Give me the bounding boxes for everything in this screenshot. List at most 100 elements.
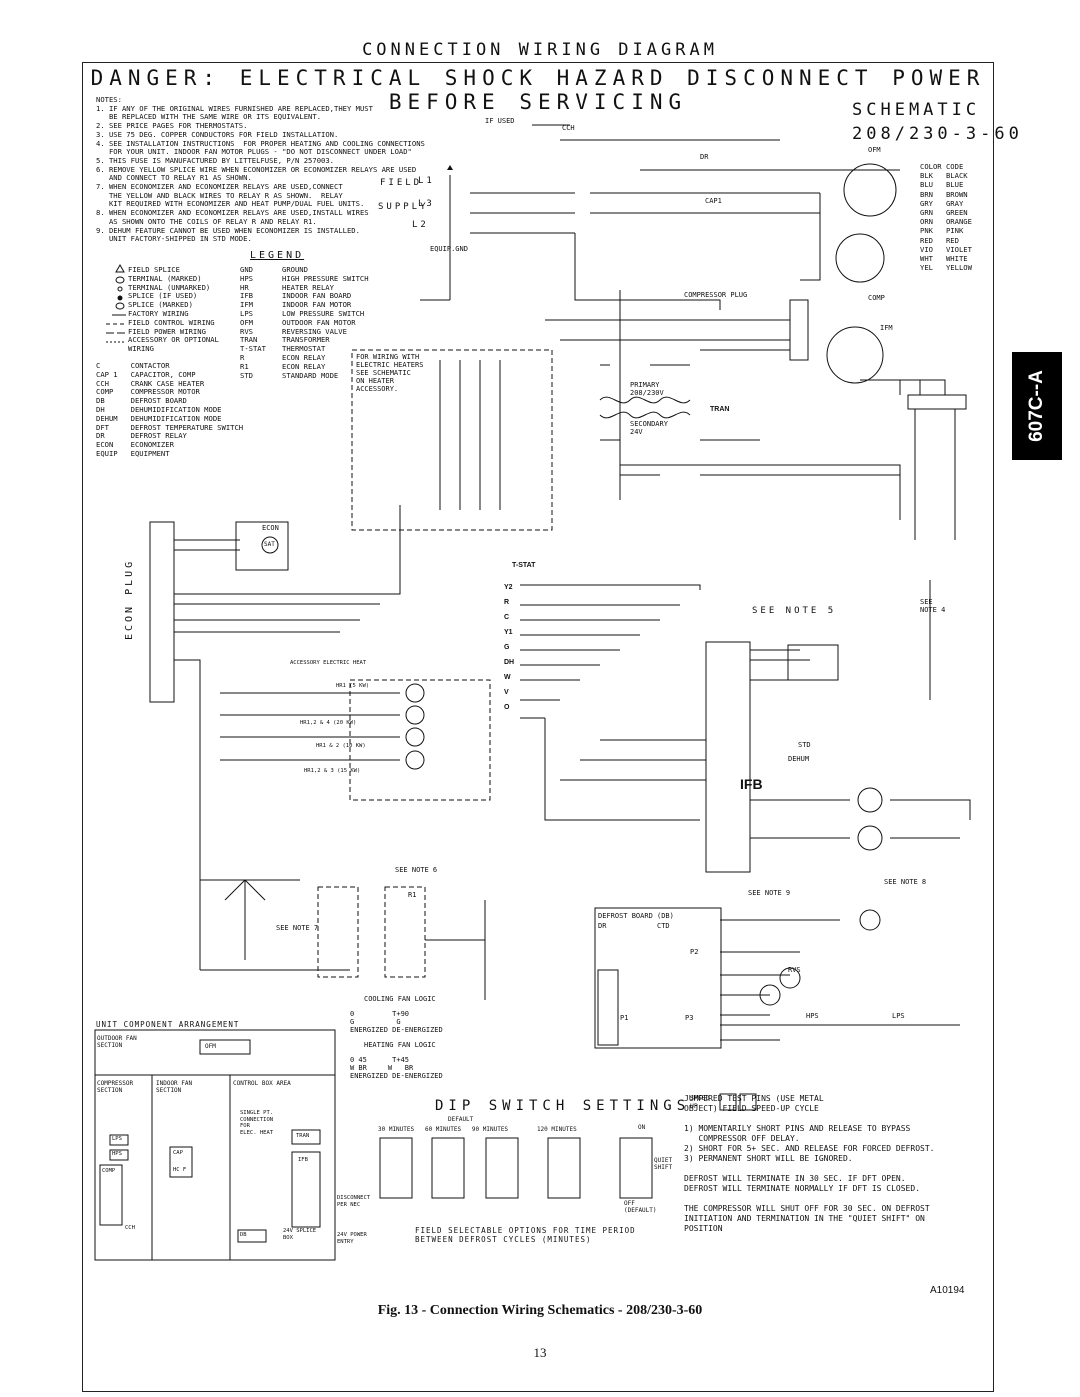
ifm-motor-icon bbox=[826, 326, 884, 384]
tstat-terminals: Y2 R C Y1 G DH W V O bbox=[504, 584, 515, 711]
legend-symbols: FIELD SPLICE TERMINAL (MARKED) TERMINAL … bbox=[128, 265, 219, 354]
field-splice-icon bbox=[115, 263, 125, 273]
defrost-board-label: DEFROST BOARD (DB) bbox=[598, 912, 674, 920]
std-label: STD bbox=[798, 741, 811, 749]
equip-gnd-label: EQUIP.GND bbox=[430, 245, 468, 253]
r1-label: R1 bbox=[408, 891, 417, 899]
notes-block: NOTES: 1. IF ANY OF THE ORIGINAL WIRES F… bbox=[96, 95, 425, 244]
compressor-plug-label: COMPRESSOR PLUG bbox=[684, 291, 748, 299]
cooling-fan-logic: 0 T+90 G G ENERGIZED DE-ENERGIZED bbox=[350, 1010, 443, 1034]
dip-on: ON bbox=[638, 1124, 646, 1131]
legend-codes: GND HPS HR IFB IFM LPS OFM RVS TRAN T-ST… bbox=[240, 265, 266, 380]
hr-20kw-label: HR1,2 & 4 (20 KW) bbox=[300, 720, 357, 726]
dr-ctd-label: DR CTD bbox=[598, 922, 670, 930]
diagram-frame bbox=[82, 62, 994, 1392]
splice-if-used-icon bbox=[117, 295, 123, 301]
p3-label: P3 bbox=[685, 1014, 694, 1022]
econ-plug-label: ECON PLUG bbox=[124, 558, 135, 640]
if-used-label: IF USED bbox=[485, 117, 515, 125]
dip-quiet-shift: QUIET SHIFT bbox=[654, 1157, 673, 1171]
ofm-motor-icon bbox=[843, 163, 897, 217]
sat-label: SAT bbox=[264, 541, 275, 548]
heating-fan-logic-title: HEATING FAN LOGIC bbox=[364, 1041, 436, 1049]
unit-arrangement-title: UNIT COMPONENT ARRANGEMENT bbox=[96, 1020, 240, 1029]
splice-marked-icon bbox=[115, 302, 125, 310]
rvs-label: RVS bbox=[788, 966, 801, 974]
schematic-title: SCHEMATIC 208/230-3-60 bbox=[852, 100, 1023, 144]
comp-motor-icon bbox=[835, 233, 885, 283]
heating-fan-logic: 0 45 T+45 W BR W BR ENERGIZED DE-ENERGIZ… bbox=[350, 1056, 443, 1080]
legend-title: LEGEND bbox=[250, 250, 305, 261]
ofm-label: OFM bbox=[868, 146, 881, 154]
splice-box-label: 24V SPLICE BOX bbox=[283, 1228, 317, 1241]
p2-label: P2 bbox=[690, 948, 699, 956]
hr-15kw-label: HR1,2 & 3 (15 KW) bbox=[304, 768, 361, 774]
tran-box: TRAN bbox=[296, 1133, 310, 1139]
ifb-box: IFB bbox=[298, 1157, 308, 1163]
cap-box: CAP bbox=[173, 1150, 183, 1156]
dip-minutes: 30 MINUTES 60 MINUTES 90 MINUTES 120 MIN… bbox=[378, 1126, 577, 1133]
indoor-fan-section: INDOOR FAN SECTION bbox=[156, 1080, 193, 1094]
outdoor-fan-section: OUTDOOR FAN SECTION bbox=[97, 1035, 137, 1049]
see-note-5: SEE NOTE 5 bbox=[752, 606, 837, 616]
legend-abbr: C CONTACTOR CAP 1 CAPACITOR, COMP CCH CR… bbox=[96, 361, 244, 458]
comp-label: COMP bbox=[868, 294, 885, 302]
supply-label: SUPPLY bbox=[378, 202, 429, 212]
side-tab: 607C--A bbox=[1012, 352, 1062, 460]
terminal-unmarked-icon bbox=[117, 286, 123, 292]
legend-desc: GROUND HIGH PRESSURE SWITCH HEATER RELAY… bbox=[282, 265, 369, 380]
l1-label: L1 bbox=[418, 176, 435, 186]
dehum-label: DEHUM bbox=[788, 755, 810, 763]
p1-label: P1 bbox=[620, 1014, 629, 1022]
tstat-label: T-STAT bbox=[512, 562, 536, 569]
db-box: DB bbox=[240, 1232, 247, 1238]
ofm-box: OFM bbox=[205, 1043, 216, 1050]
field-label: FIELD bbox=[380, 178, 423, 188]
accessory-heat-label: ACCESSORY ELECTRIC HEAT bbox=[290, 660, 367, 666]
dip-notes: JUMPERED TEST PINS (USE METAL OBJECT) FI… bbox=[684, 1094, 935, 1233]
comp-box: COMP bbox=[102, 1168, 116, 1174]
single-pt-connection: SINGLE PT. CONNECTION FOR ELEC. HEAT bbox=[240, 1110, 274, 1136]
color-code-table: COLOR CODE BLK BLACK BLU BLUE BRN BROWN … bbox=[920, 162, 972, 273]
lps-label: LPS bbox=[892, 1012, 905, 1020]
heaters-note: FOR WIRING WITH ELECTRIC HEATERS SEE SCH… bbox=[356, 353, 424, 393]
dip-off: OFF (DEFAULT) bbox=[624, 1200, 657, 1214]
hps-label: HPS bbox=[806, 1012, 819, 1020]
figure-caption: Fig. 13 - Connection Wiring Schematics -… bbox=[377, 1303, 703, 1318]
compressor-section: COMPRESSOR SECTION bbox=[97, 1080, 134, 1094]
l3-label: L3 bbox=[418, 199, 435, 209]
hcf-box: HC F bbox=[173, 1167, 187, 1173]
l2-label: L2 bbox=[412, 220, 429, 230]
see-note-9: SEE NOTE 9 bbox=[748, 889, 791, 897]
dr-label: DR bbox=[700, 153, 709, 161]
lps-box: LPS bbox=[112, 1136, 122, 1142]
hr-5kw-label: HR1 (5 KW) bbox=[336, 683, 370, 689]
cap1-label: CAP1 bbox=[705, 197, 722, 205]
power-entry-label: 24V POWER ENTRY bbox=[337, 1232, 367, 1245]
econ-label: ECON bbox=[262, 524, 279, 532]
control-box-area: CONTROL BOX AREA bbox=[233, 1080, 291, 1087]
cch-label: CCH bbox=[562, 124, 575, 132]
see-note-6: SEE NOTE 6 bbox=[395, 866, 438, 874]
hps-box: HPS bbox=[112, 1151, 122, 1157]
primary-label: PRIMARY 208/230V bbox=[630, 381, 664, 397]
cooling-fan-logic-title: COOLING FAN LOGIC bbox=[364, 995, 436, 1003]
hr-10kw-label: HR1 & 2 (10 KW) bbox=[316, 743, 366, 749]
figure-reference: A10194 bbox=[930, 1285, 965, 1296]
dip-switch-title: DIP SWITCH SETTINGS bbox=[435, 1098, 691, 1114]
sat-sensor-icon bbox=[261, 536, 279, 554]
see-note-7: SEE NOTE 7 bbox=[276, 924, 319, 932]
cch-box: CCH bbox=[125, 1225, 135, 1231]
page-number: 13 bbox=[533, 1345, 547, 1360]
field-selectable-options: FIELD SELECTABLE OPTIONS FOR TIME PERIOD… bbox=[415, 1226, 636, 1244]
terminal-marked-icon bbox=[115, 276, 125, 284]
danger-banner: DANGER: ELECTRICAL SHOCK HAZARD DISCONNE… bbox=[90, 66, 986, 114]
tran-label: TRAN bbox=[710, 406, 730, 413]
disconnect-label: DISCONNECT PER NEC bbox=[337, 1195, 371, 1208]
speed-up-label: SPEED UP bbox=[690, 1094, 710, 1110]
see-note-8: SEE NOTE 8 bbox=[884, 878, 927, 886]
secondary-label: SECONDARY 24V bbox=[630, 420, 668, 436]
diagram-title: CONNECTION WIRING DIAGRAM bbox=[362, 40, 718, 60]
dip-default: DEFAULT bbox=[448, 1116, 474, 1123]
